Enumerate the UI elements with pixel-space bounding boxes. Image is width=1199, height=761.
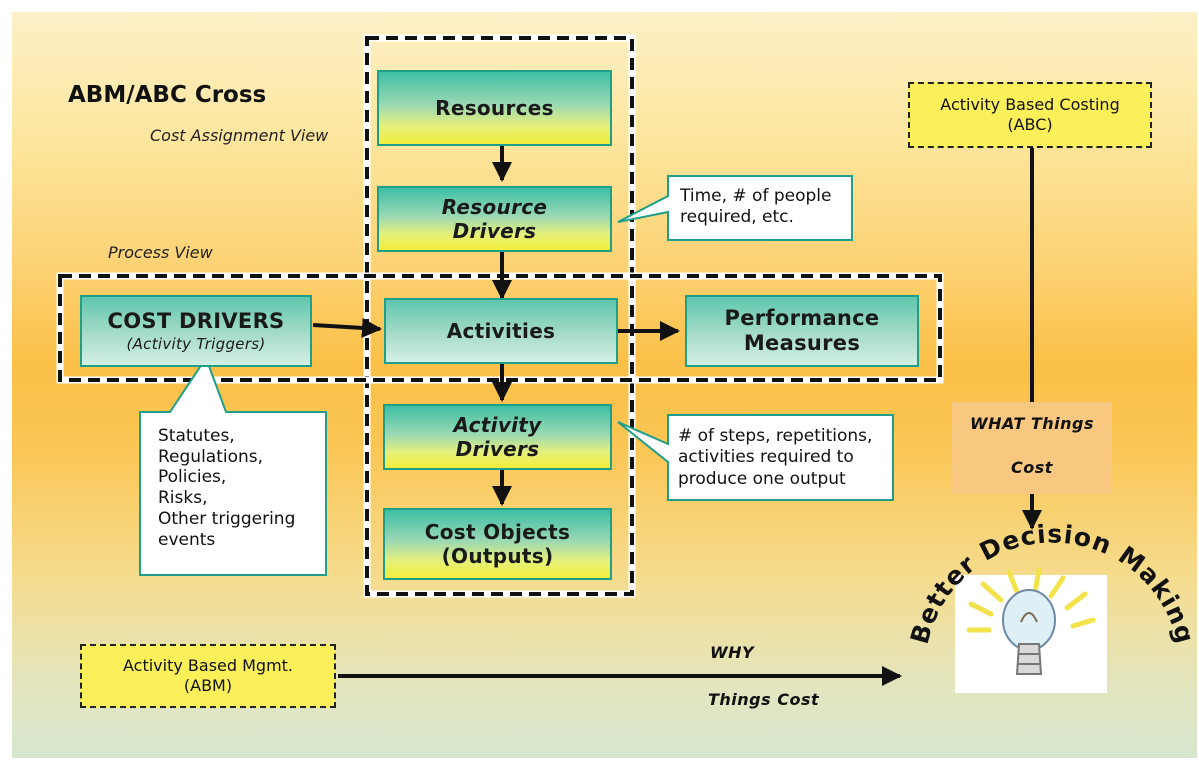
cost-objects-label-line2: (Outputs) — [441, 544, 554, 568]
cost-assignment-view-label: Cost Assignment View — [150, 126, 329, 145]
callout-line: activities required to — [678, 447, 854, 468]
abc-label-line2: (ABC) — [1007, 115, 1053, 134]
what-label-line1: WHAT Things — [969, 414, 1095, 433]
callout-resource-drivers-text: Time, # of people required, etc. — [680, 186, 831, 229]
abc-box: Activity Based Costing (ABC) — [908, 82, 1152, 148]
process-view-label: Process View — [108, 243, 213, 262]
activity-drivers-label-line1: Activity — [453, 413, 542, 437]
what-label-box — [952, 402, 1112, 494]
callout-line: Statutes, — [158, 426, 235, 446]
callout-cost-drivers-shape — [139, 355, 327, 576]
cost-objects-box: Cost Objects (Outputs) — [383, 508, 612, 580]
callout-resource-drivers-shape — [617, 175, 853, 241]
resource-drivers-label-line1: Resource — [441, 195, 548, 219]
cost-drivers-label: COST DRIVERS — [107, 309, 285, 334]
resources-box: Resources — [377, 70, 612, 146]
activities-label: Activities — [446, 319, 556, 343]
what-label-line2: Cost — [1011, 458, 1053, 477]
abm-box: Activity Based Mgmt. (ABM) — [80, 644, 336, 708]
cost-assignment-view-frame — [363, 34, 636, 598]
callout-line: Policies, — [158, 467, 227, 488]
callout-line: Risks, — [158, 488, 208, 509]
performance-measures-line1: Performance — [724, 305, 880, 330]
cost-objects-label-line1: Cost Objects — [424, 520, 571, 544]
callout-activity-drivers-text: # of steps, repetitions, activities requ… — [678, 426, 872, 490]
abc-label-line1: Activity Based Costing — [940, 95, 1120, 114]
callout-line: Time, # of people — [680, 186, 832, 206]
why-label-line2: Things Cost — [708, 690, 820, 709]
callout-cost-drivers-text: Statutes, Regulations, Policies, Risks, … — [158, 426, 295, 550]
activities-box: Activities — [384, 298, 618, 364]
resource-drivers-label-line2: Drivers — [452, 219, 537, 243]
lightbulb-icon — [966, 567, 1096, 675]
callout-line: Regulations, — [158, 446, 264, 467]
performance-measures-box: Performance Measures — [685, 295, 919, 367]
why-label-line1: WHY — [710, 643, 755, 662]
cost-drivers-sublabel: (Activity Triggers) — [126, 334, 266, 353]
abm-label-line1: Activity Based Mgmt. — [122, 656, 294, 675]
resources-label: Resources — [435, 96, 554, 120]
callout-activity-drivers-shape — [617, 414, 894, 501]
callout-line: produce one output — [678, 468, 846, 489]
callout-line: required, etc. — [680, 207, 794, 228]
diagram-title: ABM/ABC Cross — [68, 82, 267, 108]
activity-drivers-label-line2: Drivers — [455, 437, 540, 461]
resource-drivers-box: Resource Drivers — [377, 186, 612, 252]
arrow-cost-drivers-to-activities — [312, 317, 382, 338]
performance-measures-line2: Measures — [743, 331, 861, 355]
abm-label-line2: (ABM) — [183, 676, 233, 695]
callout-line: Other triggering — [158, 508, 296, 529]
activity-drivers-box: Activity Drivers — [383, 404, 612, 470]
callout-line: events — [158, 529, 216, 550]
cost-drivers-box: COST DRIVERS (Activity Triggers) — [80, 295, 312, 367]
callout-line: # of steps, repetitions, — [678, 426, 873, 446]
